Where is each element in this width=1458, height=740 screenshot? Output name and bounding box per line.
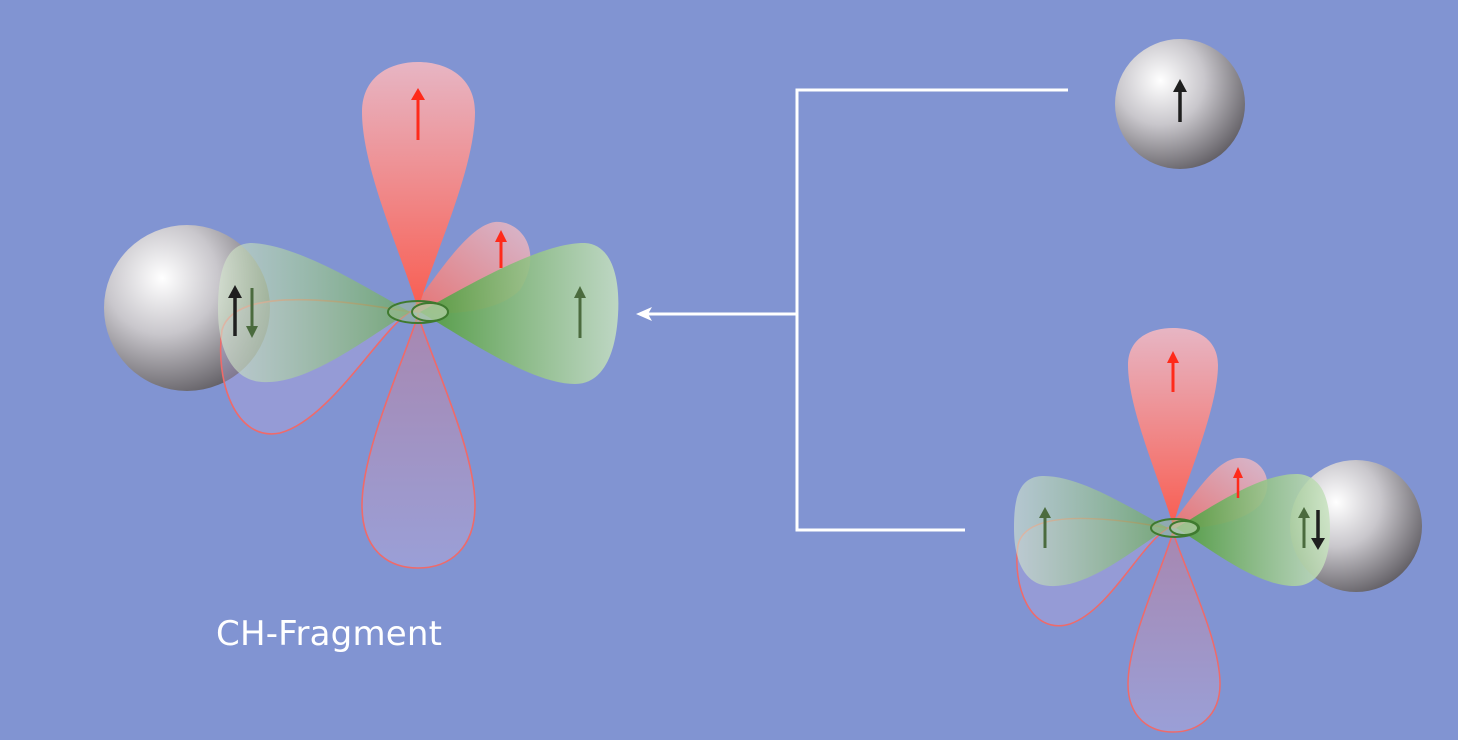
sp-lobe-right-c: [1176, 473, 1330, 586]
ch-fragment-label: CH-Fragment: [216, 614, 442, 654]
sp-lobe-right: [420, 242, 619, 384]
spin-pair-arrows: [228, 285, 258, 338]
left-arrow-icon: [636, 307, 652, 321]
carbon-fragment: [1014, 328, 1422, 733]
spin-up-arrow-red-top: [411, 88, 425, 140]
sp-lobe-left-c: [1014, 475, 1168, 587]
p-lobe-down-c: [1127, 529, 1221, 733]
p-lobe-up-c: [1128, 328, 1218, 526]
spin-up-arrow-dark: [1173, 79, 1187, 122]
orbital-node-inner-c: [1169, 520, 1199, 536]
connector-bracket: [646, 88, 1068, 532]
spin-up-arrow-green: [574, 286, 586, 338]
hydrogen-atom: [1115, 39, 1245, 169]
spin-up-arrow-red-back-c: [1233, 467, 1243, 498]
p-lobe-down: [361, 312, 476, 569]
spin-pair-arrows-c: [1298, 507, 1325, 550]
orbital-node-inner: [411, 302, 449, 322]
spin-up-arrow-red-back: [495, 230, 507, 268]
p-lobe-up: [362, 62, 475, 310]
sp-lobe-left: [218, 243, 410, 383]
ch-fragment: [104, 62, 619, 569]
spin-up-arrow-red-top-c: [1167, 351, 1179, 392]
spin-up-arrow-green-c: [1039, 507, 1051, 548]
